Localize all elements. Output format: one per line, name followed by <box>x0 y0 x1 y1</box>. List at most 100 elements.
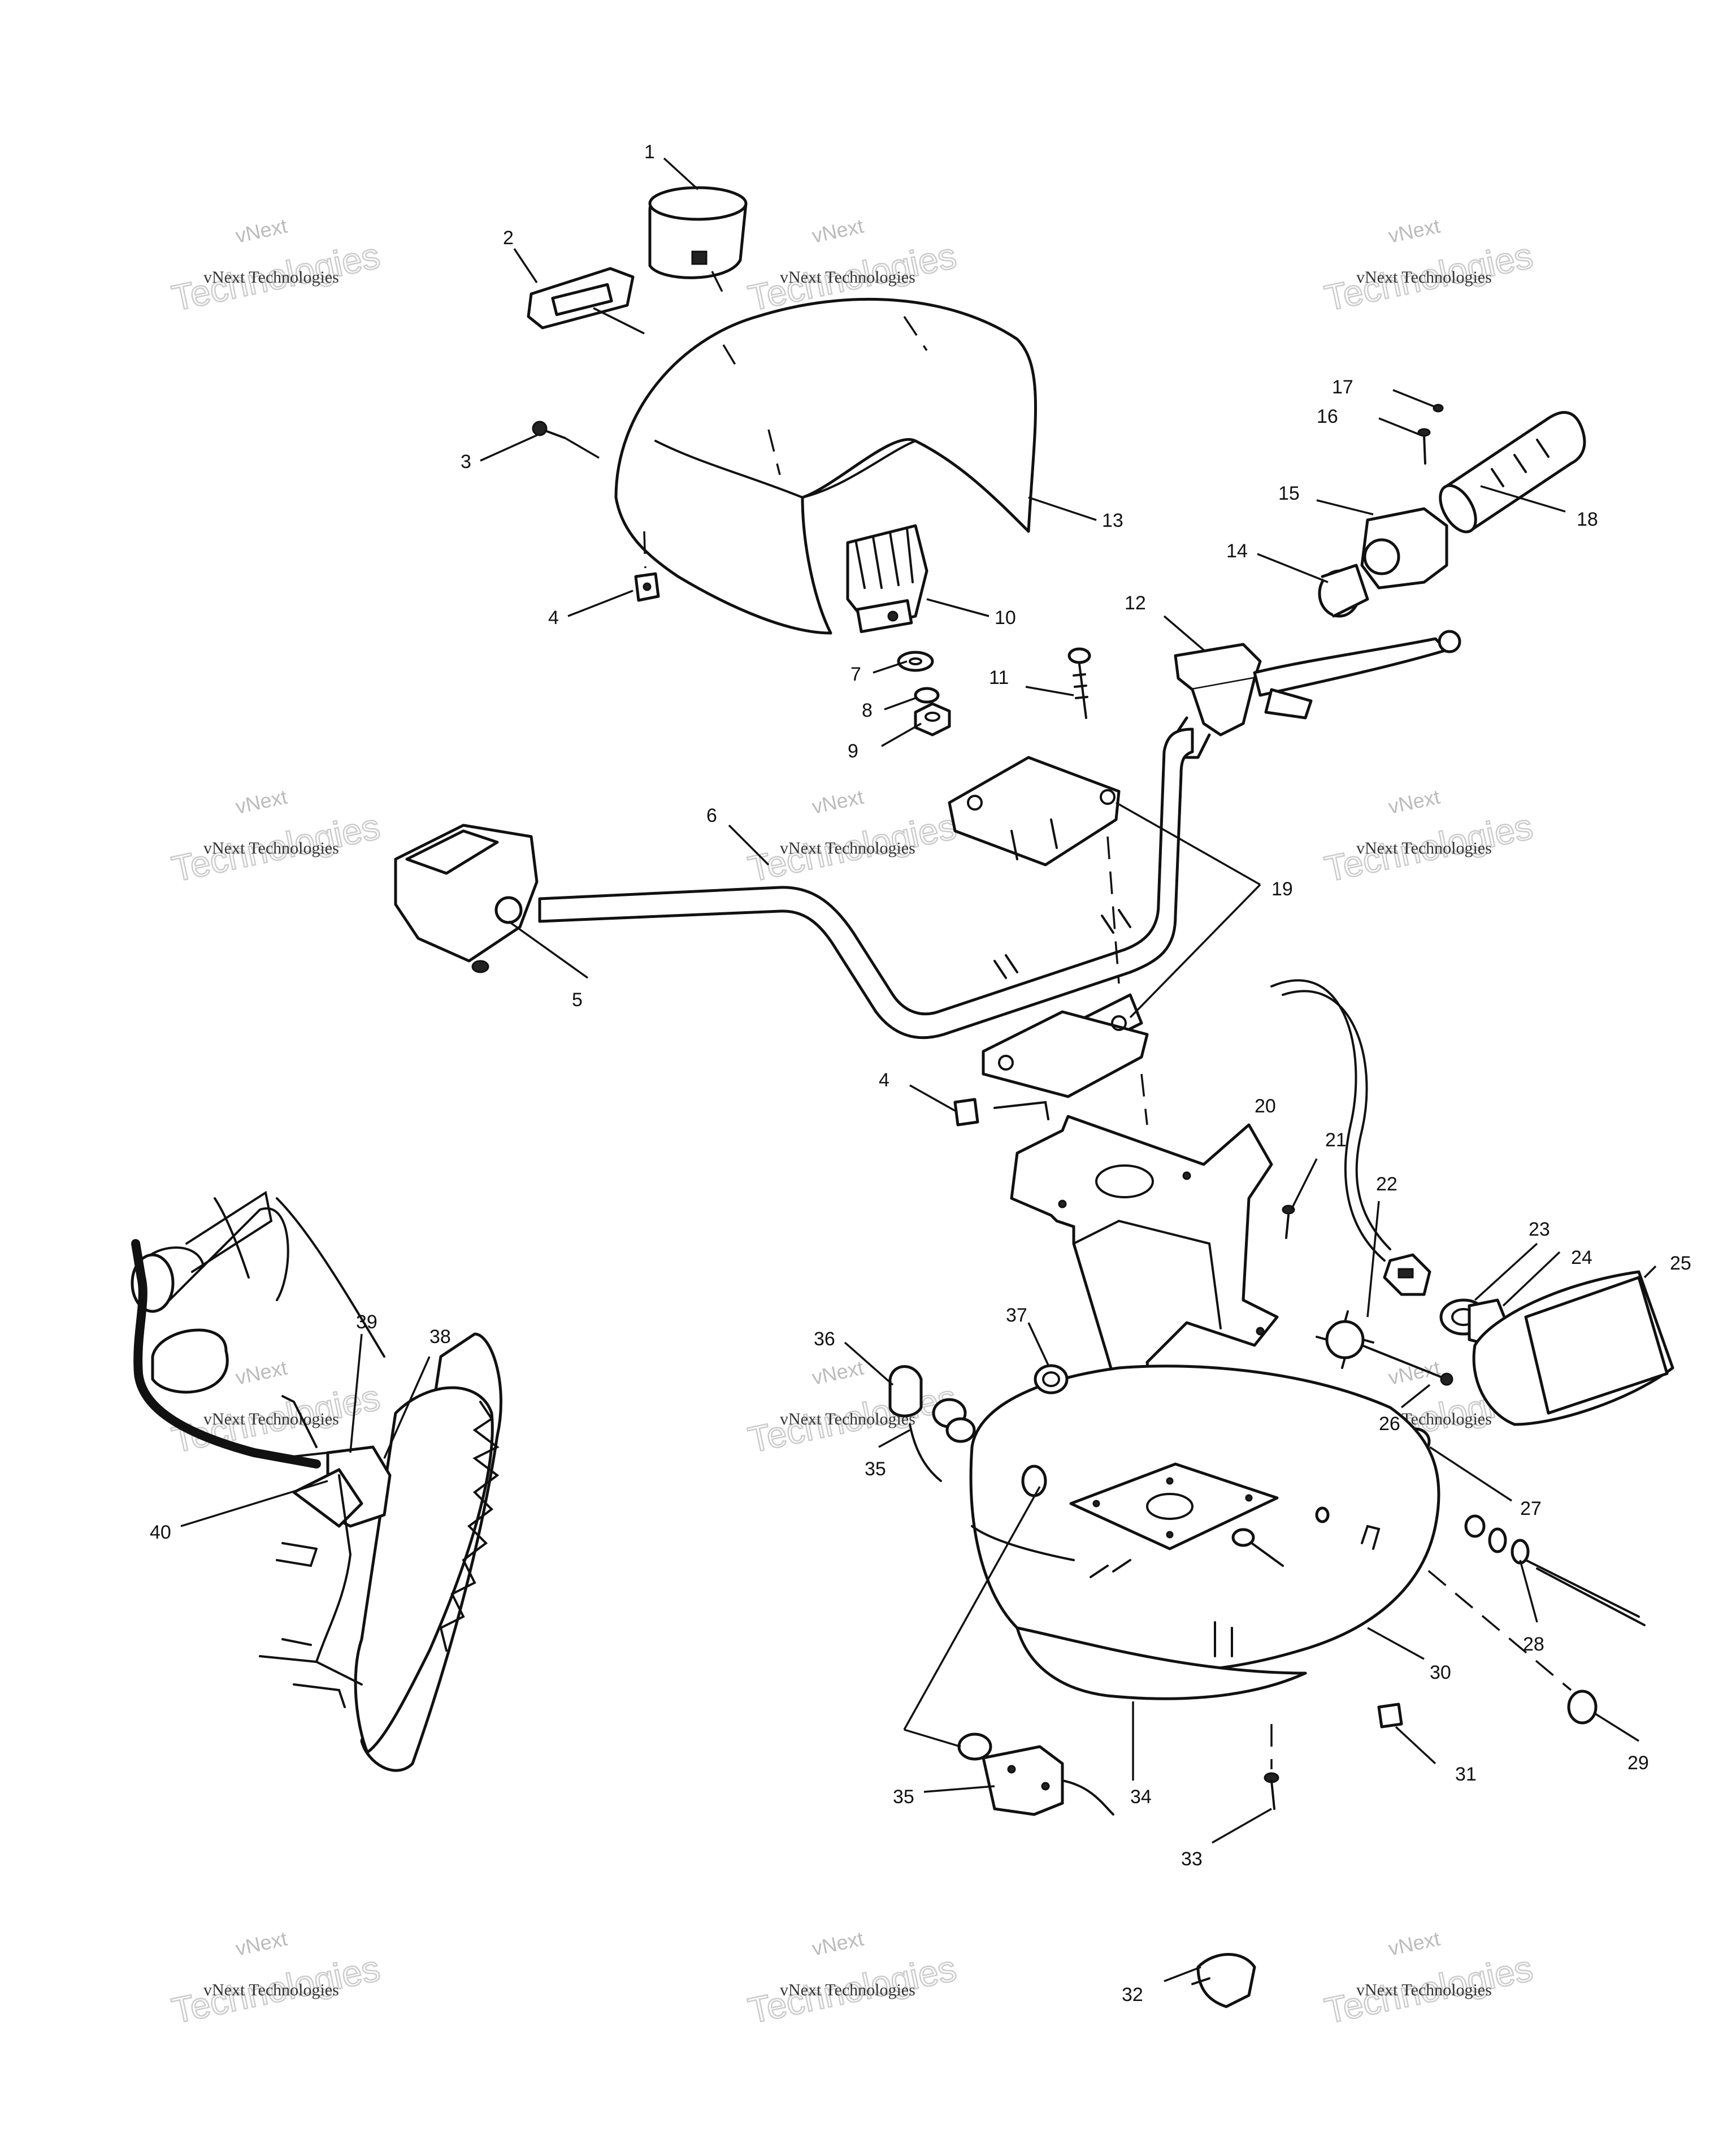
callout-label: 35 <box>865 1458 886 1480</box>
svg-text:vNext: vNext <box>1386 785 1442 818</box>
svg-text:vNext: vNext <box>810 785 866 818</box>
svg-text:vNext Technologies: vNext Technologies <box>1356 1981 1492 1999</box>
callout-label: 22 <box>1376 1173 1398 1195</box>
callout-label: 34 <box>1130 1786 1152 1808</box>
svg-text:vNext Technologies: vNext Technologies <box>203 839 339 857</box>
svg-text:vNext: vNext <box>810 1927 866 1960</box>
svg-text:vNext Technologies: vNext Technologies <box>203 268 339 287</box>
callout-label: 21 <box>1325 1129 1347 1151</box>
watermark: vNext Technologies vNext Technologies <box>1321 785 1537 890</box>
callout-label: 1 <box>644 141 655 163</box>
callout-label: 28 <box>1523 1634 1544 1655</box>
callout-label: 14 <box>1226 540 1248 562</box>
speed-nut-lower <box>953 1098 1049 1127</box>
callout-label: 2 <box>503 227 514 249</box>
callout-label: 32 <box>1122 1984 1143 2006</box>
speedometer-cable <box>1270 979 1386 1262</box>
watermark: vNext Technologies vNext Technologies <box>744 1356 961 1461</box>
callout-label: 12 <box>1125 592 1146 614</box>
watermark: vNext Technologies vNext Technologies <box>168 214 384 319</box>
callout-label: 11 <box>989 667 1009 688</box>
callout-label: 8 <box>862 700 873 721</box>
grip-18 <box>1439 411 1586 534</box>
svg-text:vNext Technologies: vNext Technologies <box>780 1981 915 1999</box>
callout-label: 33 <box>1181 1848 1203 1870</box>
headlight-lens-25 <box>1472 1270 1674 1426</box>
handlebar-tube <box>538 727 1194 1039</box>
nut-9 <box>914 702 951 737</box>
callout-label: 26 <box>1379 1413 1400 1435</box>
watermark: vNext Technologies vNext Technologies <box>1321 1927 1537 2032</box>
screw-17 <box>1433 404 1444 413</box>
callout-label: 5 <box>572 989 583 1011</box>
callout-label: 36 <box>814 1328 835 1350</box>
connector-22 <box>1383 1253 1431 1296</box>
watermark: vNext Technologies vNext Technologies <box>744 1927 961 2032</box>
handlebar-cover <box>614 297 1037 635</box>
watermark: vNext Technologies vNext Technologies <box>168 1927 384 2032</box>
callout-label: 10 <box>995 607 1016 629</box>
upper-clamp <box>948 756 1121 867</box>
callouts: 1 2 3 4 4 5 6 7 8 9 10 11 12 13 14 15 16… <box>150 141 1691 2006</box>
svg-text:vNext: vNext <box>810 1356 866 1389</box>
screw-33 <box>1264 1724 1279 1810</box>
svg-text:vNext: vNext <box>233 785 289 818</box>
svg-text:vNext: vNext <box>1386 1927 1442 1960</box>
callout-label: 35 <box>893 1786 914 1808</box>
key-36 <box>932 1398 976 1443</box>
callout-label: 15 <box>1278 483 1300 504</box>
steering-pod-34 <box>969 1365 1440 1700</box>
watermark: vNext Technologies vNext Technologies <box>168 785 384 890</box>
connector-clip-32 <box>1191 1953 1256 2008</box>
gauge-cup <box>648 186 748 294</box>
callout-label: 16 <box>1317 406 1338 427</box>
callout-label: 3 <box>461 451 471 473</box>
cable-end-28 <box>1464 1514 1646 1626</box>
callout-label: 13 <box>1102 510 1123 531</box>
callout-label: 40 <box>150 1522 171 1543</box>
callout-label: 31 <box>1455 1764 1477 1785</box>
svg-text:vNext: vNext <box>1386 214 1442 248</box>
callout-label: 9 <box>848 740 858 762</box>
callout-label: 24 <box>1571 1247 1592 1268</box>
throttle-housing-15 <box>1360 507 1448 590</box>
callout-label: 23 <box>1529 1219 1550 1240</box>
screw-16 <box>1417 428 1431 465</box>
callout-label: 4 <box>548 607 559 629</box>
washer-7 <box>897 651 934 672</box>
callout-label: 29 <box>1628 1752 1649 1774</box>
callout-label: 17 <box>1332 376 1353 398</box>
grip-sleeve-14 <box>1318 564 1369 618</box>
watermark: vNext Technologies vNext Technologies <box>1321 214 1537 319</box>
svg-text:vNext Technologies: vNext Technologies <box>1356 268 1492 287</box>
callout-label: 25 <box>1670 1253 1691 1274</box>
svg-text:vNext Technologies: vNext Technologies <box>203 1410 339 1428</box>
adjuster-26 <box>1316 1310 1453 1386</box>
socket-30 <box>1231 1528 1284 1567</box>
callout-label: 19 <box>1271 878 1293 900</box>
mount-bolt-11 <box>1067 647 1091 719</box>
brake-inset <box>131 1190 502 1772</box>
ignition-switch-35-lower <box>957 1732 1114 1816</box>
watermark: vNext Technologies vNext Technologies <box>744 785 961 890</box>
cover-screw <box>532 421 600 459</box>
callout-label: 37 <box>1006 1305 1027 1326</box>
svg-text:vNext Technologies: vNext Technologies <box>780 839 915 857</box>
svg-text:vNext: vNext <box>233 1356 289 1389</box>
grommet-37 <box>1034 1364 1069 1394</box>
callout-label: 39 <box>356 1311 377 1333</box>
callout-label: 7 <box>850 664 861 685</box>
svg-text:vNext: vNext <box>233 1927 289 1960</box>
callout-label: 20 <box>1255 1095 1276 1117</box>
dust-cap-29 <box>1567 1690 1598 1725</box>
meter-bracket <box>846 524 928 634</box>
callout-label: 6 <box>706 805 717 826</box>
svg-text:vNext Technologies: vNext Technologies <box>780 268 915 287</box>
callout-label: 4 <box>879 1069 889 1091</box>
leader-lines <box>180 157 1657 1982</box>
indicator-lamp <box>527 267 645 335</box>
svg-text:vNext: vNext <box>810 214 866 248</box>
brake-lever <box>1253 630 1461 720</box>
svg-text:vNext Technologies: vNext Technologies <box>1356 839 1492 857</box>
